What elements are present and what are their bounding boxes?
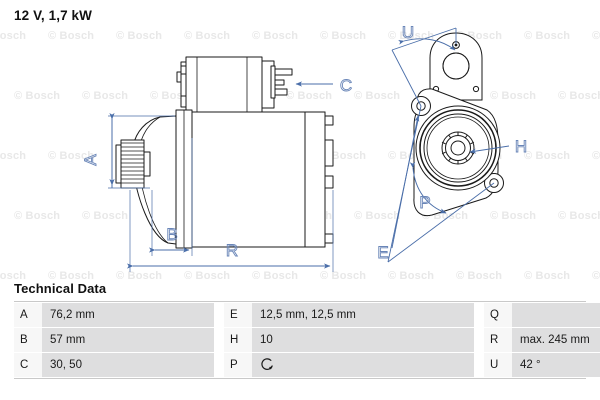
column-gap — [474, 302, 484, 328]
spec-key-c: C — [14, 352, 42, 378]
starter-motor-front-view — [411, 32, 504, 217]
table-row: C 30, 50 P U 42 ° — [14, 352, 600, 378]
spec-value-a: 76,2 mm — [42, 302, 214, 328]
column-gap — [214, 302, 224, 328]
dim-label-C: C — [340, 76, 352, 95]
dim-label-P: P — [419, 193, 430, 212]
technical-data-heading: Technical Data — [14, 281, 107, 296]
table-row: B 57 mm H 10 R max. 245 mm — [14, 327, 600, 353]
spec-key-q: Q — [484, 302, 512, 328]
table-bottom-rule — [14, 378, 586, 379]
spec-key-r: R — [484, 327, 512, 353]
column-gap — [214, 352, 224, 378]
spec-value-q — [512, 302, 600, 328]
spec-value-e: 12,5 mm, 12,5 mm — [252, 302, 474, 328]
column-gap — [214, 327, 224, 353]
starter-motor-side-view — [115, 56, 334, 249]
dim-label-A: A — [81, 154, 100, 166]
front-view-dimension-labels: U H P E — [377, 23, 528, 263]
dim-label-R: R — [226, 241, 238, 260]
technical-drawings: A B R C — [81, 23, 528, 272]
spec-value-b: 57 mm — [42, 327, 214, 353]
side-view-dimension-labels: A B R C — [81, 76, 353, 261]
spec-key-e: E — [224, 302, 252, 328]
column-gap — [474, 352, 484, 378]
table-row: A 76,2 mm E 12,5 mm, 12,5 mm Q — [14, 302, 600, 328]
spec-value-c: 30, 50 — [42, 352, 214, 378]
dim-label-U: U — [402, 23, 414, 42]
drawings-svg: A B R C — [81, 23, 528, 272]
spec-key-p: P — [224, 352, 252, 378]
spec-value-p — [252, 352, 474, 378]
spec-key-u: U — [484, 352, 512, 378]
column-gap — [474, 327, 484, 353]
side-view-dimensions — [108, 81, 334, 272]
rotation-clockwise-icon — [260, 357, 275, 372]
technical-data-table: A 76,2 mm E 12,5 mm, 12,5 mm Q B 57 mm H… — [14, 302, 600, 378]
front-view-dimensions — [387, 27, 510, 263]
dim-label-H: H — [515, 137, 527, 156]
spec-key-b: B — [14, 327, 42, 353]
spec-value-r: max. 245 mm — [512, 327, 600, 353]
spec-value-h: 10 — [252, 327, 474, 353]
table-top-rule — [14, 301, 586, 302]
spec-key-h: H — [224, 327, 252, 353]
dim-label-B: B — [166, 225, 177, 244]
technical-data-section: Technical Data A 76,2 mm E 12,5 mm, 12,5… — [0, 279, 600, 379]
spec-key-a: A — [14, 302, 42, 328]
page-title: 12 V, 1,7 kW — [14, 8, 93, 23]
spec-value-u: 42 ° — [512, 352, 600, 378]
dim-label-E: E — [377, 243, 388, 262]
